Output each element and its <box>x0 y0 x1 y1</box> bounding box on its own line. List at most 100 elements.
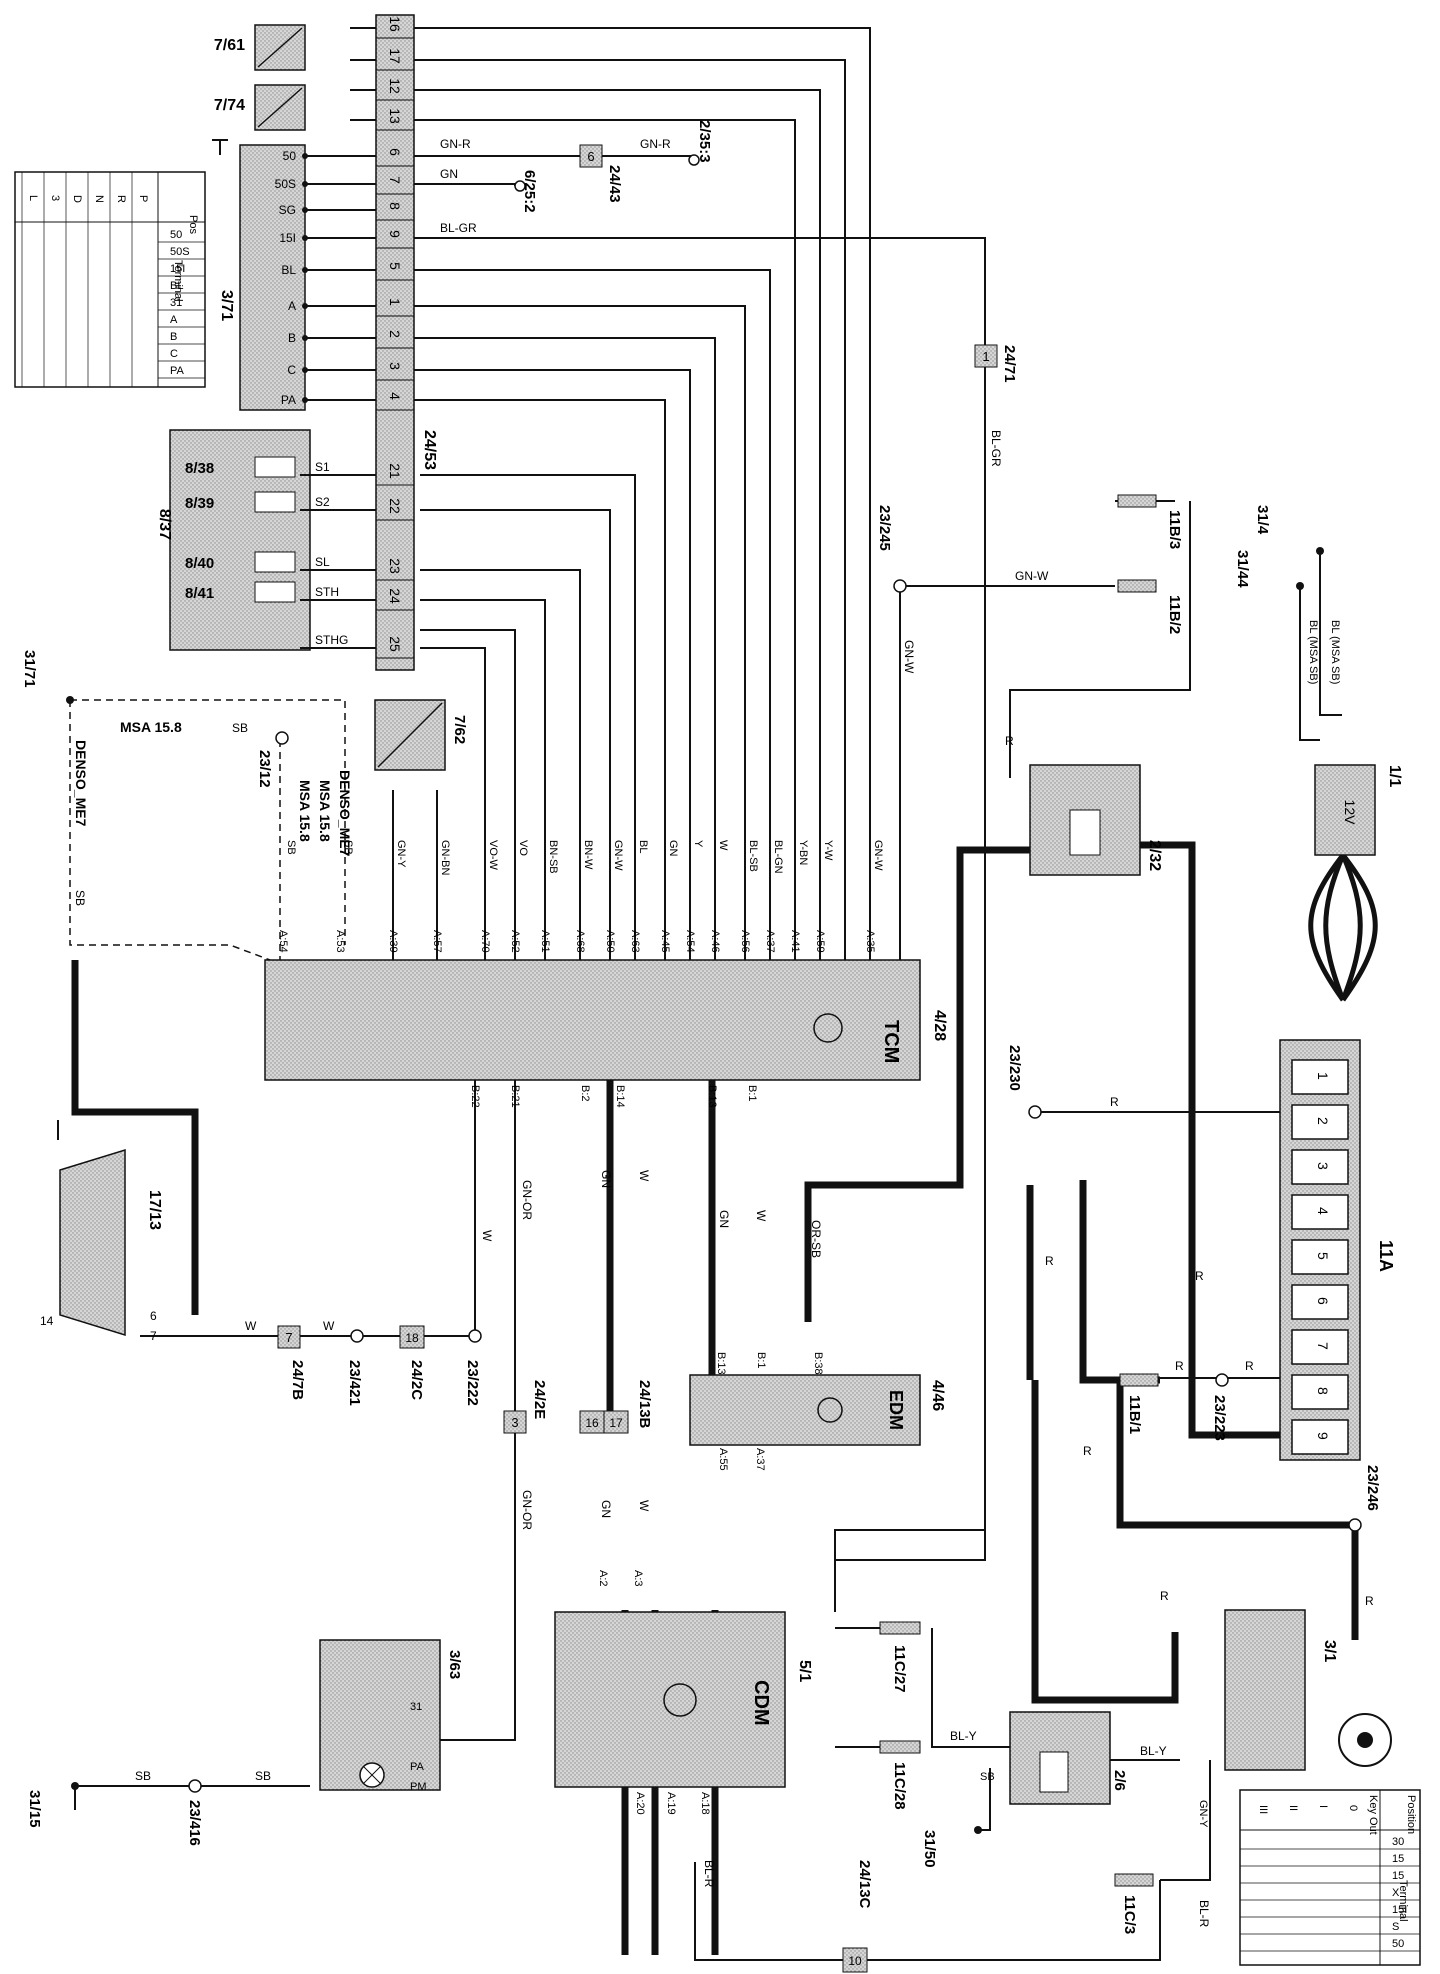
connector-pin: 5 <box>387 262 403 270</box>
splice-23-416: 23/416 <box>186 1779 203 1846</box>
svg-text:31/44: 31/44 <box>1234 550 1251 588</box>
connector-pin: 8 <box>387 202 403 210</box>
svg-text:BL-R: BL-R <box>1197 1900 1211 1928</box>
svg-text:GN-W: GN-W <box>1015 569 1049 583</box>
gear-table-position: P <box>137 195 149 202</box>
svg-text:4/28: 4/28 <box>931 1010 948 1041</box>
svg-text:GN-R: GN-R <box>640 137 671 151</box>
gear-table-terminal: PA <box>170 365 185 377</box>
ground-2-35: 2/35:3 <box>688 120 713 166</box>
svg-text:GN-R: GN-R <box>440 137 471 151</box>
tcm-pin-a: A:39 <box>387 930 399 953</box>
svg-text:A:18: A:18 <box>699 1792 711 1815</box>
svg-text:PA: PA <box>410 1761 425 1773</box>
tcm-pin-a: A:50 <box>604 930 616 953</box>
tcm-wire-label: VO <box>517 840 529 856</box>
connector-24-7b: 7 24/7B <box>277 1325 306 1400</box>
connector-24-2e: 3 24/2E <box>503 1380 548 1434</box>
svg-text:24/13C: 24/13C <box>856 1860 873 1909</box>
fuse-slot <box>1291 1374 1349 1410</box>
ignition-terminal: 15 <box>1392 1870 1404 1882</box>
svg-text:24/7B: 24/7B <box>289 1360 306 1400</box>
connector-pin: 16 <box>387 16 403 32</box>
fuse-slot <box>1291 1104 1349 1140</box>
svg-text:2/6: 2/6 <box>1111 1770 1128 1791</box>
tcm-pin-a: A:54 <box>684 930 696 953</box>
tcm-pin-b: B:13 <box>706 1085 718 1108</box>
fuse-slot <box>1291 1059 1349 1095</box>
wire-labels-r: R R R R R R R R <box>1005 734 1374 1608</box>
svg-text:DENSO_ME7: DENSO_ME7 <box>73 740 89 827</box>
svg-text:R: R <box>1365 1594 1374 1608</box>
svg-text:B:38: B:38 <box>812 1352 824 1375</box>
solenoid-coil <box>254 491 296 513</box>
ground-31-50: 31/50 <box>921 1826 982 1868</box>
ignition-terminal-header: Terminal <box>1397 1880 1409 1922</box>
fuse-number: 4 <box>1315 1207 1331 1215</box>
ground-31-4: 31/4 <box>1254 505 1324 555</box>
svg-text:7/62: 7/62 <box>451 715 468 744</box>
svg-text:3/71: 3/71 <box>218 290 235 321</box>
tcm-wire-label: VO-W <box>487 840 499 871</box>
tcm-wire-label: GN-W <box>872 840 884 871</box>
svg-text:GN: GN <box>440 167 458 181</box>
svg-text:SB: SB <box>135 1769 151 1783</box>
tcm-pin-a: A:53 <box>334 930 346 953</box>
connector-pin: 22 <box>387 498 403 514</box>
tcm-wire-label: SB <box>285 840 297 855</box>
solenoid-pin-label: SL <box>315 555 330 569</box>
gear-table-terminal: B <box>170 331 177 343</box>
svg-text:W: W <box>245 1319 257 1333</box>
switch-terminal: B <box>288 331 296 345</box>
thin-wires <box>74 27 1342 1961</box>
fuse-11c-3: 11C/3 BL-R <box>1114 1873 1211 1934</box>
svg-text:24/2E: 24/2E <box>531 1380 548 1419</box>
connector-24-13c: 10 24/13C <box>842 1860 873 1973</box>
edm-4-46: EDM 4/46 B:13 B:1 B:38 A:55 A:37 <box>689 1352 946 1471</box>
svg-text:31/71: 31/71 <box>21 650 38 688</box>
svg-text:W: W <box>323 1319 335 1333</box>
switch-3-63: 3/63 PA PM 31 <box>319 1639 463 1793</box>
svg-text:16: 16 <box>585 1416 599 1430</box>
svg-text:A:3: A:3 <box>632 1570 644 1587</box>
tcm-wire-label: BL <box>637 840 649 853</box>
connector-pin: 13 <box>387 108 403 124</box>
switch-terminal: 15I <box>279 231 296 245</box>
svg-text:11B/3: 11B/3 <box>1166 510 1183 549</box>
svg-text:11C/27: 11C/27 <box>891 1645 908 1693</box>
connector-24-2c: 18 24/2C <box>399 1325 425 1400</box>
svg-text:R: R <box>1083 1444 1092 1458</box>
solenoid-coil <box>254 456 296 478</box>
tcm-pin-a: A:59 <box>814 930 826 953</box>
svg-text:31/50: 31/50 <box>921 1830 938 1868</box>
svg-text:23/416: 23/416 <box>186 1800 203 1846</box>
variant-dashed-lines <box>69 699 346 961</box>
svg-text:Key Out: Key Out <box>1367 1795 1379 1835</box>
diagnostic-connector-17-13: 17/13 6 14 7 <box>40 1148 163 1343</box>
svg-text:3: 3 <box>511 1415 518 1430</box>
ground-symbols <box>57 139 228 1140</box>
svg-text:W: W <box>637 1170 651 1182</box>
svg-text:4/46: 4/46 <box>929 1380 946 1411</box>
svg-text:SB: SB <box>73 890 87 906</box>
svg-text:DENSO_ME7: DENSO_ME7 <box>337 770 353 857</box>
svg-text:11C/3: 11C/3 <box>1121 1895 1138 1934</box>
svg-text:OR-SB: OR-SB <box>809 1220 823 1258</box>
svg-text:GN: GN <box>717 1210 731 1228</box>
connector-pin: 9 <box>387 230 403 238</box>
svg-text:BL-GR: BL-GR <box>989 430 1003 467</box>
svg-text:SB: SB <box>232 721 248 735</box>
svg-text:GN-W: GN-W <box>902 640 916 674</box>
svg-text:Position: Position <box>1405 1795 1417 1834</box>
fuse-slot <box>1291 1194 1349 1230</box>
sensor-7-62: 7/62 <box>374 699 468 771</box>
svg-text:31/4: 31/4 <box>1254 505 1271 535</box>
relay-2-32: 2/32 <box>1029 764 1163 876</box>
ignition-terminal: S <box>1392 1921 1399 1933</box>
switch-terminal: BL <box>281 263 296 277</box>
tcm-pin-b: B:1 <box>746 1085 758 1102</box>
tcm-pin-a: A:54 <box>277 930 289 953</box>
tcm-pin-a: A:35 <box>864 930 876 953</box>
fuse-number: 2 <box>1315 1117 1331 1125</box>
